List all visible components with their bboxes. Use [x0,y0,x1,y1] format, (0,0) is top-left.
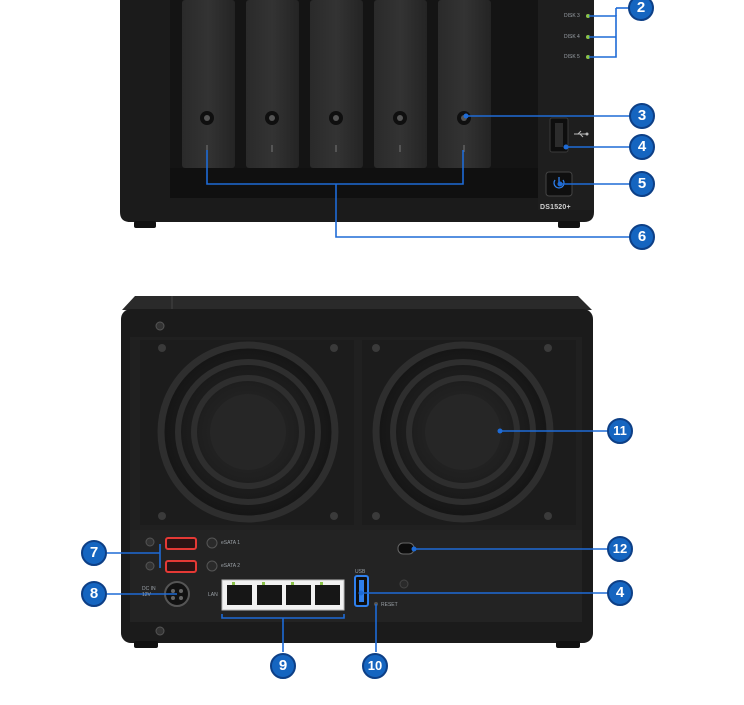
callout-2: 2 [628,0,654,21]
rear-lid [122,296,592,310]
esata-port-2 [165,560,197,573]
drive-tray-3 [310,0,363,168]
lan-label: LAN [208,592,218,598]
usb-icon [574,130,589,138]
reset-label: RESET [381,602,398,608]
disk5-led [586,55,590,59]
callout-9: 9 [270,653,296,679]
model-label: DS1520+ [540,204,571,211]
drive-tray-4 [374,0,427,168]
front-foot-left [134,221,156,228]
callout-3: 3 [629,103,655,129]
esata1-label: eSATA 1 [221,540,240,546]
disk3-led [586,14,590,18]
power-label: DC IN 12V [142,586,156,598]
callout-4-front: 4 [629,134,655,160]
callout-11: 11 [607,418,633,444]
fan-left [140,340,354,525]
disk3-label: DISK 3 [564,13,580,19]
rear-view [107,296,608,652]
callout-4-rear: 4 [607,580,633,606]
usb-label: USB [355,569,366,575]
disk4-label: DISK 4 [564,34,580,40]
callout-8: 8 [81,581,107,607]
callout-5: 5 [629,171,655,197]
fan-right [362,340,576,525]
esata2-label: eSATA 2 [221,563,240,569]
esata-port-1 [165,537,197,550]
callout-10: 10 [362,653,388,679]
front-view [120,0,630,238]
lan-ports [227,582,340,605]
front-foot-right [558,221,580,228]
callout-7: 7 [81,540,107,566]
drive-tray-1 [182,0,235,168]
disk5-label: DISK 5 [564,54,580,60]
drive-tray-5 [438,0,491,168]
front-leader-lines [206,7,630,238]
callout-6: 6 [629,224,655,250]
rear-leader-lines [107,430,608,652]
callout-12: 12 [607,536,633,562]
drive-tray-2 [246,0,299,168]
drive-bay-floor [170,168,538,198]
disk4-led [586,35,590,39]
